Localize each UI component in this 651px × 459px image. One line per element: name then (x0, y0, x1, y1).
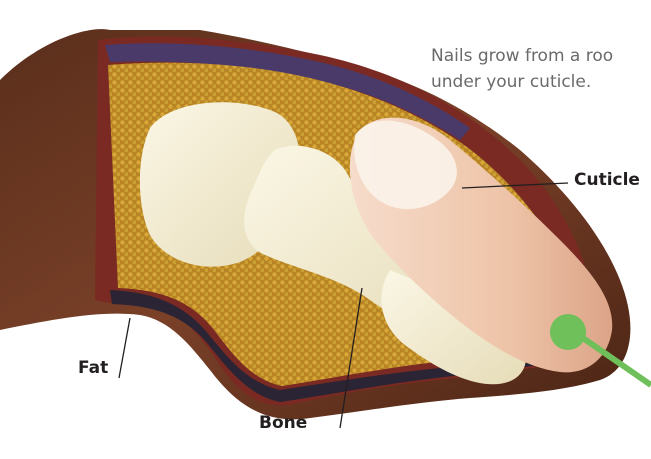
label-bone: Bone (259, 413, 307, 433)
caption-line-2: under your cuticle. (431, 69, 651, 95)
caption-line-1: Nails grow from a roo (431, 43, 651, 69)
label-fat: Fat (78, 358, 108, 378)
caption-text: Nails grow from a roo under your cuticle… (431, 43, 651, 95)
fat-leader-line (119, 318, 130, 378)
label-cuticle: Cuticle (574, 170, 640, 190)
pointer-dot-icon (550, 314, 586, 350)
